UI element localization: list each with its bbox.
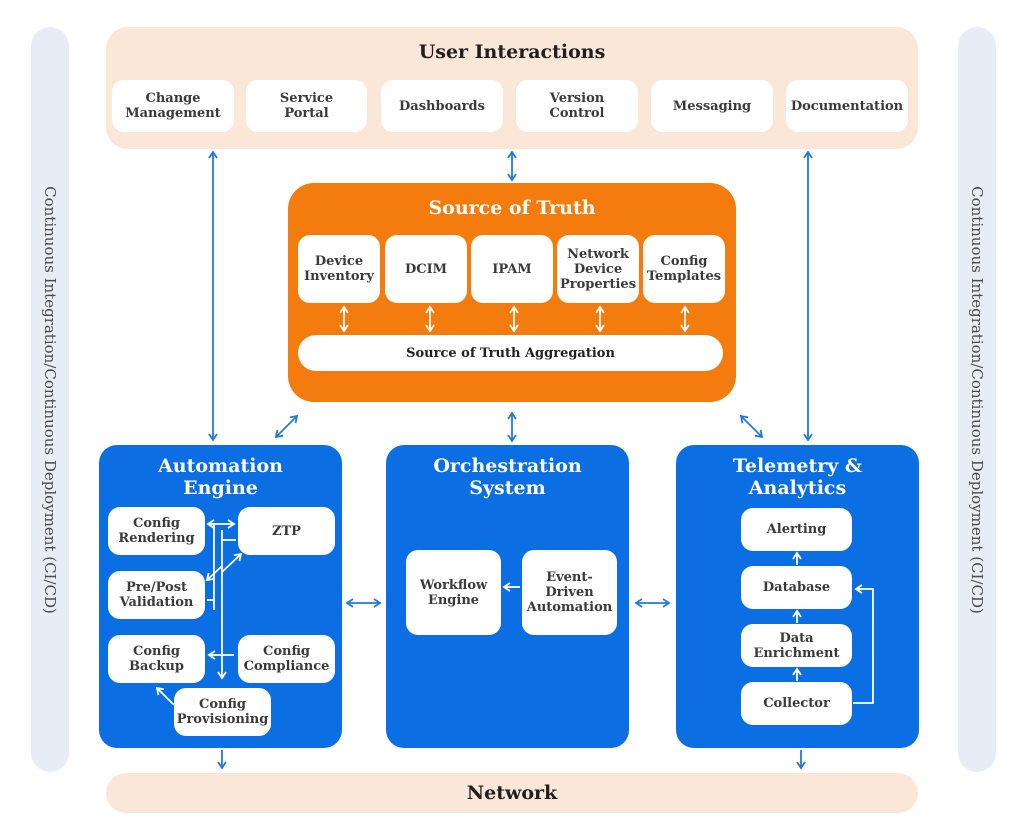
cicd-rail-left: Continuous Integration/Continuous Deploy… xyxy=(31,27,69,772)
tel-data-enrichment: Data Enrichment xyxy=(741,624,852,667)
sot-config-templates: Config Templates xyxy=(643,235,725,303)
ui-service-portal: Service Portal xyxy=(246,80,367,132)
sot-ipam: IPAM xyxy=(471,235,553,303)
tel-collector: Collector xyxy=(741,682,852,725)
tel-alerting: Alerting xyxy=(741,508,852,551)
source-of-truth-title: Source of Truth xyxy=(428,197,596,219)
sot-aggregation: Source of Truth Aggregation xyxy=(298,335,723,371)
cicd-rail-right: Continuous Integration/Continuous Deploy… xyxy=(958,27,996,772)
orch-workflow-engine: Workflow Engine xyxy=(406,550,501,635)
tel-database: Database xyxy=(741,566,852,609)
telemetry-title: Telemetry & Analytics xyxy=(732,455,863,499)
arrow-sot-telemetry xyxy=(739,414,764,439)
ui-version-control: Version Control xyxy=(516,80,638,132)
ui-documentation: Documentation xyxy=(786,80,908,132)
network-title: Network xyxy=(466,782,558,804)
orch-event-driven-automation: Event-Driven Automation xyxy=(522,550,617,635)
ae-pre-post-validation: Pre/Post Validation xyxy=(108,571,205,619)
ae-ztp: ZTP xyxy=(238,507,335,555)
sot-network-device-properties: Network Device Properties xyxy=(557,235,639,303)
ae-config-backup: Config Backup xyxy=(108,635,205,683)
user-interactions-band: User Interactions xyxy=(106,27,918,149)
ui-messaging: Messaging xyxy=(651,80,773,132)
ae-config-rendering: Config Rendering xyxy=(108,507,205,555)
sot-dcim: DCIM xyxy=(385,235,467,303)
ui-change-management: Change Management xyxy=(112,80,234,132)
ae-config-compliance: Config Compliance xyxy=(238,635,335,683)
automation-engine-title: Automation Engine xyxy=(158,455,283,499)
sot-device-inventory: Device Inventory xyxy=(298,235,380,303)
ae-config-provisioning: Config Provisioning xyxy=(174,688,271,736)
user-interactions-title: User Interactions xyxy=(418,41,606,63)
orchestration-title: Orchestration System xyxy=(433,455,582,499)
arrow-sot-automation xyxy=(274,414,299,439)
ui-dashboards: Dashboards xyxy=(381,80,503,132)
network-band: Network xyxy=(106,773,918,813)
